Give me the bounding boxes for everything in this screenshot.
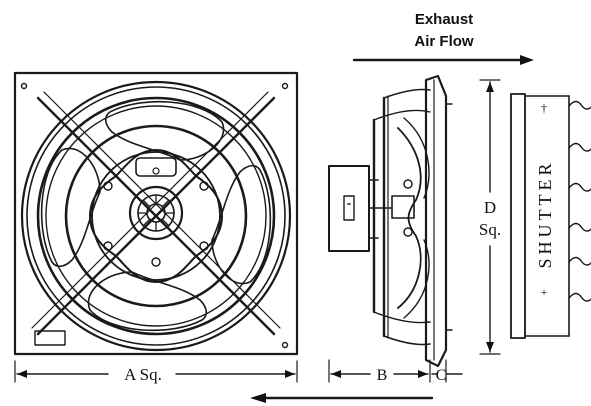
shutter: † + SHUTTER xyxy=(510,93,591,339)
mounting-hole xyxy=(281,82,289,90)
guard-ring-2 xyxy=(45,105,267,327)
dimension-b-label: B xyxy=(377,367,388,384)
dimension-c-label: C xyxy=(436,367,447,384)
exhaust-arrow xyxy=(352,55,534,65)
intake-arrow xyxy=(250,393,434,403)
dimension-d-label: D xyxy=(484,198,496,217)
guard-ring-outer xyxy=(36,96,276,336)
mounting-panel xyxy=(424,74,448,368)
fan-blades xyxy=(40,100,272,332)
guard-strut xyxy=(36,96,276,336)
square-panel xyxy=(13,71,299,356)
dimension-a: A Sq. xyxy=(14,360,298,384)
shutter-frame-left xyxy=(510,93,526,339)
svg-text:†: † xyxy=(541,101,547,115)
shaft-bracket xyxy=(391,195,415,219)
dimension-b: B xyxy=(328,359,431,384)
hub-spider xyxy=(89,149,223,283)
air-flow-label: Air Flow xyxy=(414,33,473,50)
dimension-d-unit: Sq. xyxy=(479,220,501,239)
shutter-louvers xyxy=(568,100,591,302)
guard-ring-4 xyxy=(91,151,221,281)
side-view xyxy=(328,74,453,368)
mounting-hole xyxy=(20,82,28,90)
venturi-ring-inner xyxy=(26,86,286,346)
nameplate xyxy=(34,330,66,346)
guard-ring-3 xyxy=(64,124,248,308)
motor-body xyxy=(328,165,370,252)
front-view xyxy=(13,71,299,356)
dimension-c: C xyxy=(431,359,463,384)
venturi-ring-outer xyxy=(20,80,292,352)
hub-outer xyxy=(128,185,184,241)
blade-profile xyxy=(397,127,422,309)
exhaust-label: Exhaust xyxy=(415,11,473,28)
dimension-a-label: A Sq. xyxy=(124,365,162,384)
mounting-hole xyxy=(281,341,289,349)
svg-text:+: + xyxy=(541,285,548,299)
dimension-d: D Sq. xyxy=(479,79,501,355)
shutter-label: SHUTTER xyxy=(535,160,555,269)
